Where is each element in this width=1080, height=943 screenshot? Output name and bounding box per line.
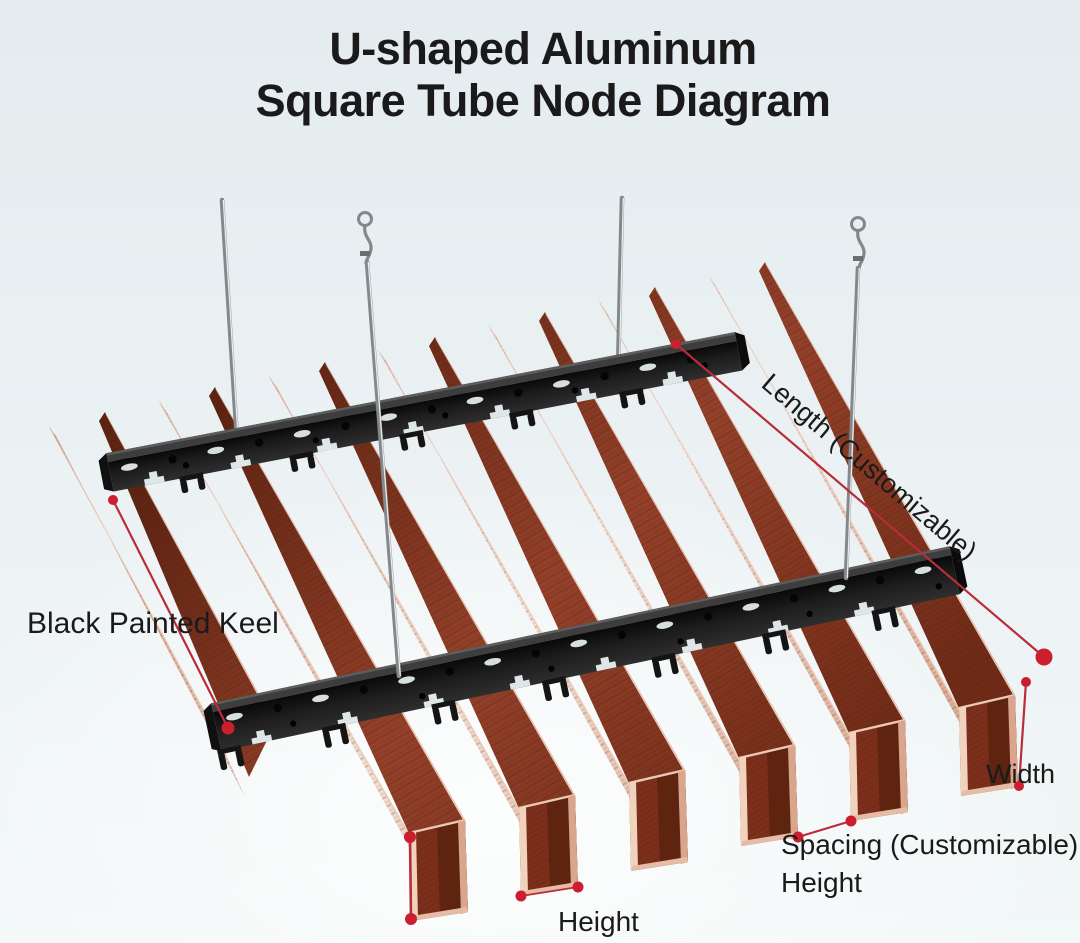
tube-clip (761, 629, 790, 655)
hanger-rod-4 (843, 265, 861, 581)
square-tube (159, 387, 466, 899)
dimension-line-spacing (792, 815, 857, 843)
hanger-rod-2 (364, 259, 402, 679)
tube-clip (871, 605, 899, 631)
label-spacing-customizable: Spacing (Customizable) (781, 829, 1078, 860)
tube-front-section (408, 818, 468, 921)
tube-clip (509, 408, 536, 430)
tube-clip (619, 387, 646, 409)
page-title-line2: Square Tube Node Diagram (256, 75, 831, 126)
tube-front-section (738, 743, 798, 846)
label-black-painted-keel: Black Painted Keel (27, 607, 279, 640)
black-keel-upper (98, 332, 750, 494)
label-spacing-height: Height (781, 867, 862, 898)
label-width: Width (986, 759, 1055, 789)
dimension-line-width (1014, 677, 1031, 791)
tube-front-section (958, 693, 1018, 796)
hanger-hook (850, 216, 866, 270)
square-tube (49, 412, 276, 799)
tube-front-section (848, 718, 908, 821)
dimension-line-length (671, 339, 1053, 666)
black-keel-lower (203, 546, 968, 771)
dimension-line-height (404, 831, 417, 925)
dimension-line-keel (108, 495, 235, 735)
tube-front-section (518, 793, 578, 896)
dimension-annotations (108, 339, 1053, 925)
tube-clip (289, 451, 316, 472)
tube-clip (216, 745, 245, 771)
tube-clip (651, 652, 679, 678)
tube-clip (431, 699, 459, 725)
tube-clip (399, 429, 426, 451)
hanger-rod-3 (615, 195, 625, 375)
ceiling-assembly (49, 195, 1018, 921)
tube-front-section (628, 768, 688, 871)
tube-clip (541, 675, 570, 702)
page-title-line1: U-shaped Aluminum (329, 23, 756, 74)
hanger-rod-1 (219, 197, 240, 444)
dimension-line-height-2 (515, 881, 584, 902)
tube-clip (179, 472, 206, 494)
tube-clip (321, 722, 350, 748)
label-height: Height (558, 906, 639, 937)
